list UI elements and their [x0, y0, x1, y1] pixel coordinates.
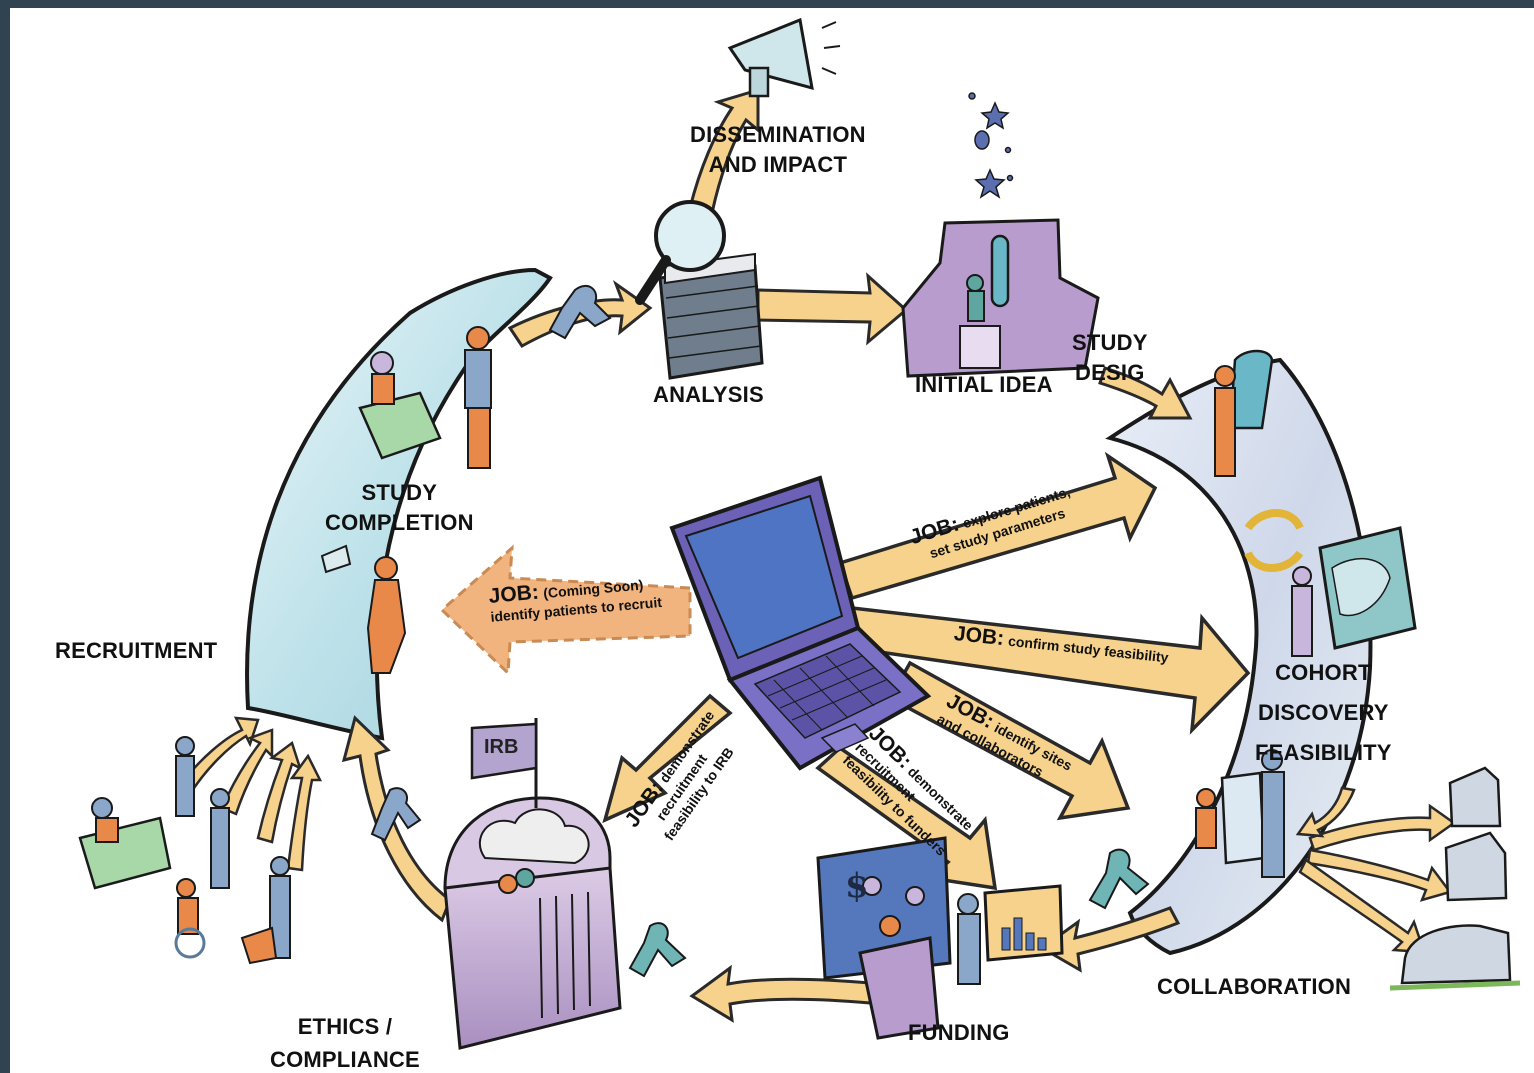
megaphone-illustration: [727, 17, 841, 98]
stage-label-analysis: ANALYSIS: [653, 382, 764, 407]
stage-label-recruitment: RECRUITMENT: [55, 638, 218, 663]
stage-label-study-design: STUDY DESIG: [1072, 330, 1148, 385]
job-arrow-sites: [887, 660, 1131, 821]
arrow-analysis-to-idea: [756, 272, 909, 346]
irb-flag-label: IRB: [484, 736, 519, 758]
arrow-cohort-down: [1295, 786, 1356, 838]
arrow-patients-1: [176, 716, 260, 796]
arrow-cohort-to-funding: [1039, 906, 1181, 973]
stage-label-dissemination: DISSEMINATION AND IMPACT: [690, 122, 866, 177]
laptop-illustration: [669, 475, 932, 771]
running-figure-collab: [1088, 848, 1150, 910]
stage-label-ethics: ETHICS / COMPLIANCE: [270, 1014, 420, 1072]
stage-label-initial-idea: INITIAL IDEA: [915, 372, 1053, 397]
stage-label-collaboration: COLLABORATION: [1157, 974, 1352, 999]
analysis-illustration: [635, 200, 764, 380]
arrow-patients-2: [220, 728, 274, 816]
arrow-patients-4: [286, 753, 323, 872]
irb-building-illustration: [443, 718, 622, 1050]
job-arrow-feasibility: [850, 606, 1251, 735]
patient-figures: [78, 736, 422, 965]
arrow-funding-to-ethics: [689, 964, 872, 1023]
research-lifecycle-diagram: DISSEMINATION AND IMPACT ANALYSIS INITIA…: [10, 8, 1534, 1073]
initial-idea-illustration: [901, 92, 1100, 378]
arrow-patients-3: [256, 740, 303, 844]
diagram-graphics: [78, 17, 1521, 1050]
arrow-cohort-collab-2: [1306, 848, 1453, 902]
funding-illustration: [816, 836, 1064, 1040]
completion-figures: [320, 284, 612, 674]
left-arc-band: [245, 267, 553, 741]
stage-label-cohort-discovery: COHORT DISCOVERY FEASIBILITY: [1255, 660, 1392, 765]
stage-label-funding: FUNDING: [908, 1020, 1010, 1045]
job-arrow-funders: [815, 745, 998, 891]
right-arc-band: [1105, 357, 1373, 956]
job-arrow-recruit-coming-soon: [439, 544, 692, 677]
arrow-ethics-to-recruitment: [341, 715, 452, 923]
cohort-figures: [1195, 349, 1417, 878]
job-arrow-explore: [837, 451, 1158, 601]
job-arrow-irb: [602, 693, 733, 824]
collaborator-sites: [1389, 766, 1521, 991]
funding-dollar-symbol: $: [845, 866, 869, 906]
arrow-design-to-cohort: [1098, 366, 1193, 420]
stage-label-study-completion: STUDY COMPLETION: [325, 480, 474, 535]
running-figure-ethics: [628, 922, 687, 978]
